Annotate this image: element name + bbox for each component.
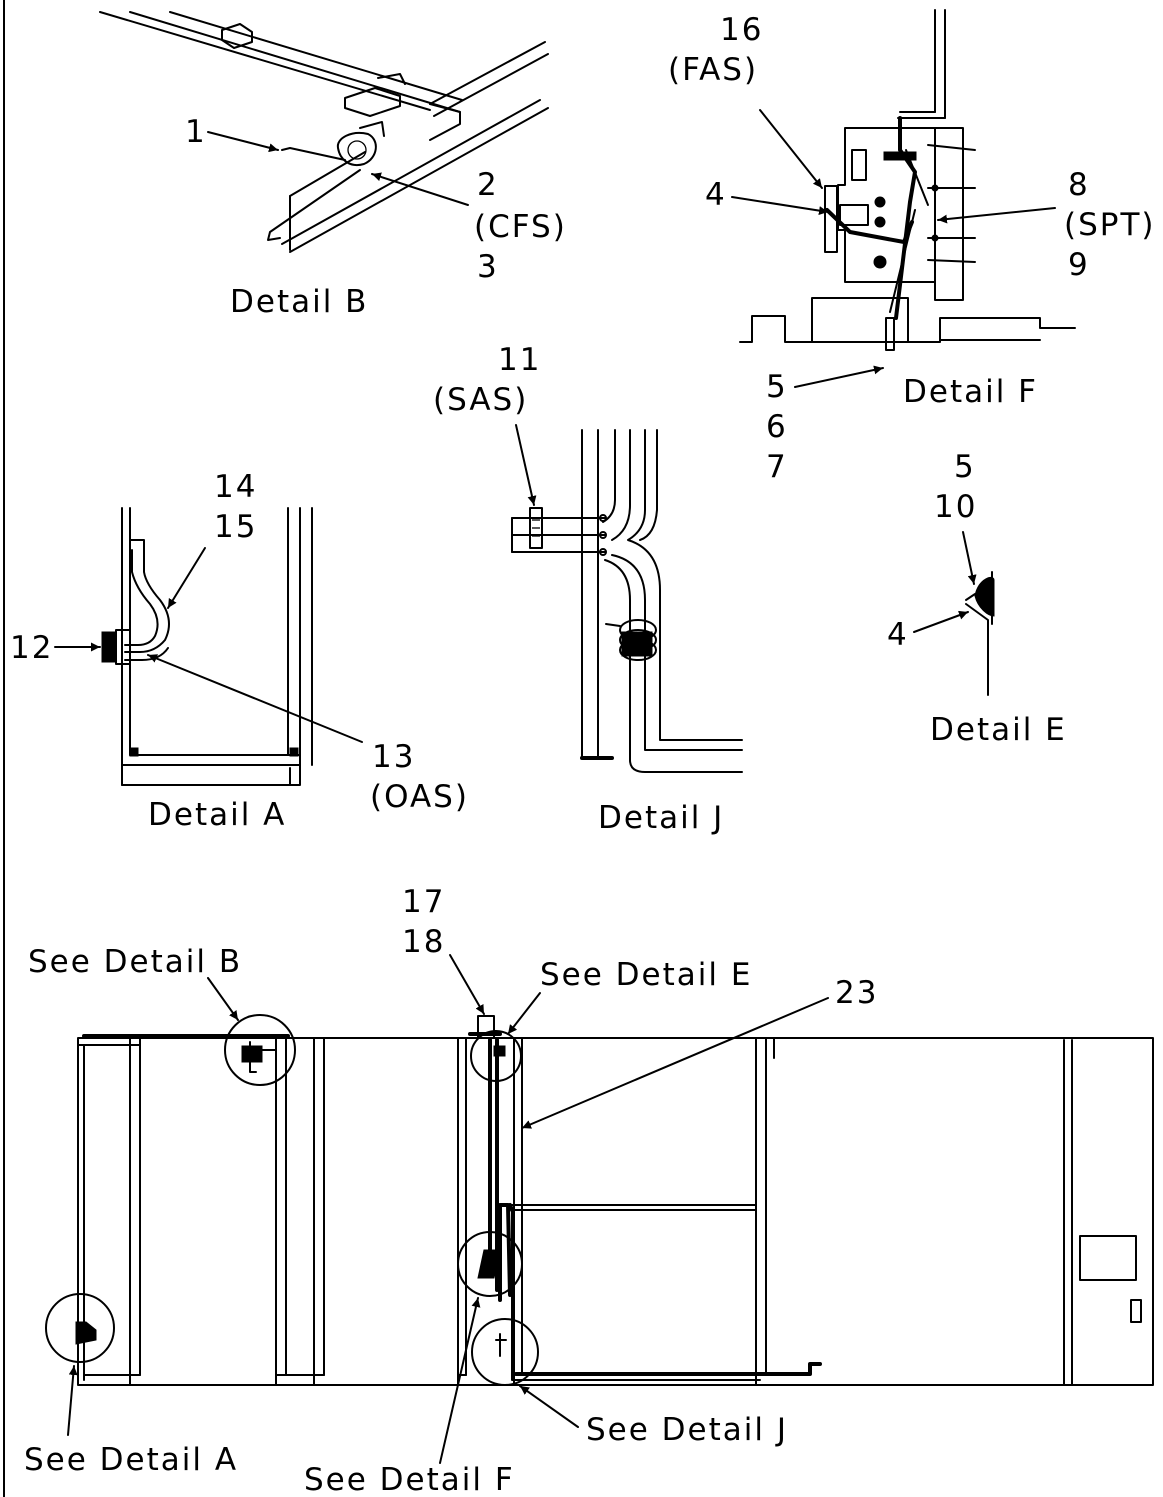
callout-18: 18 bbox=[402, 924, 445, 960]
detail-j-drawing bbox=[511, 429, 743, 773]
callout-13-leader bbox=[147, 654, 363, 743]
callout-2-code: (CFS) bbox=[474, 209, 567, 245]
see-detail-j-leader bbox=[519, 1385, 579, 1428]
see-detail-f: See Detail F bbox=[304, 1462, 515, 1497]
callout-16: 16 bbox=[720, 12, 763, 48]
detail-f-circle bbox=[457, 1231, 523, 1297]
see-detail-a: See Detail A bbox=[24, 1442, 238, 1478]
see-detail-j: See Detail J bbox=[586, 1412, 788, 1448]
see-detail-e: See Detail E bbox=[540, 957, 752, 993]
callout-4-detail-e: 4 bbox=[887, 617, 909, 653]
callout-11: 11 bbox=[498, 342, 541, 378]
callout-16-code: (FAS) bbox=[668, 52, 758, 88]
see-detail-e-leader bbox=[507, 992, 541, 1035]
callout-14: 14 bbox=[214, 469, 257, 505]
see-detail-a-leader bbox=[67, 1365, 78, 1436]
callout-2-leader bbox=[371, 172, 469, 206]
callout-2: 2 bbox=[477, 167, 499, 203]
unit-overview-drawing bbox=[45, 1014, 1154, 1386]
detail-b-drawing bbox=[99, 11, 549, 253]
callout-4-detail-f: 4 bbox=[705, 177, 727, 213]
callout-5-leader-f bbox=[794, 365, 884, 388]
callout-23-leader bbox=[521, 997, 829, 1129]
callout-6: 6 bbox=[766, 409, 788, 445]
detail-a-drawing bbox=[101, 507, 313, 786]
detail-f-label: Detail F bbox=[903, 374, 1038, 410]
callout-10-leader bbox=[962, 531, 977, 585]
callout-10: 10 bbox=[934, 489, 977, 525]
callout-11-code: (SAS) bbox=[433, 382, 528, 418]
detail-e-circle bbox=[470, 1030, 522, 1082]
callout-16-leader bbox=[759, 109, 823, 189]
detail-j-circle bbox=[471, 1318, 539, 1386]
callout-1: 1 bbox=[185, 114, 207, 150]
see-detail-b: See Detail B bbox=[28, 944, 242, 980]
detail-j-coil bbox=[605, 619, 657, 661]
callout-8: 8 bbox=[1068, 167, 1090, 203]
callout-15: 15 bbox=[214, 509, 257, 545]
detail-f-screws bbox=[927, 144, 976, 263]
callout-15-leader bbox=[167, 547, 206, 609]
callout-17: 17 bbox=[402, 884, 445, 920]
callout-9: 9 bbox=[1068, 247, 1090, 283]
detail-f-drawing bbox=[739, 9, 1076, 351]
detail-j-label: Detail J bbox=[598, 800, 724, 836]
callout-23: 23 bbox=[835, 975, 878, 1011]
detail-a-label: Detail A bbox=[148, 797, 286, 833]
callout-3: 3 bbox=[477, 249, 499, 285]
detail-b-circle bbox=[224, 1014, 296, 1086]
callout-12: 12 bbox=[10, 630, 53, 666]
callout-13: 13 bbox=[372, 739, 415, 775]
callout-1-leader bbox=[207, 131, 279, 153]
callout-4-leader-e bbox=[913, 610, 969, 633]
callout-8-code: (SPT) bbox=[1064, 207, 1156, 243]
detail-e-label: Detail E bbox=[930, 712, 1067, 748]
see-detail-f-leader bbox=[439, 1297, 481, 1464]
callout-11-leader bbox=[515, 424, 537, 506]
detail-b-label: Detail B bbox=[230, 284, 368, 320]
see-detail-b-leader bbox=[207, 977, 239, 1021]
detail-e-drawing bbox=[965, 571, 995, 696]
callout-4-leader-f bbox=[731, 196, 829, 216]
callout-7: 7 bbox=[766, 449, 788, 485]
callout-18-leader bbox=[449, 954, 485, 1015]
detail-a-circle bbox=[45, 1293, 115, 1363]
callout-5-detail-f: 5 bbox=[766, 369, 788, 405]
callout-5-detail-e: 5 bbox=[954, 449, 976, 485]
callout-8-leader bbox=[937, 207, 1056, 224]
callout-13-code: (OAS) bbox=[370, 779, 469, 815]
